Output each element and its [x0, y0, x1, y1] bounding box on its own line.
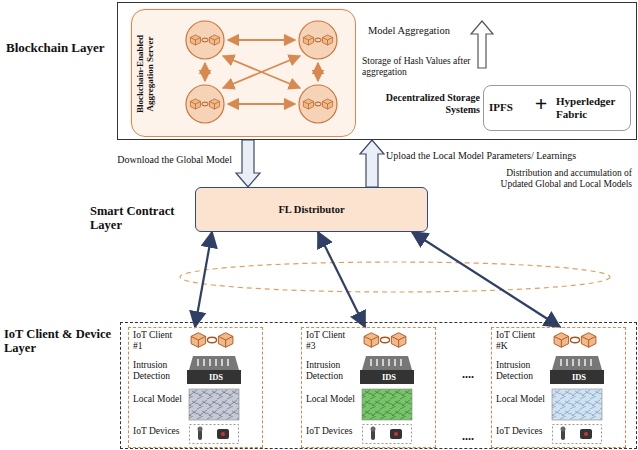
row-label: IoT Devices	[306, 426, 358, 437]
hash-storage-arrow	[471, 21, 493, 68]
blockchain-node-icons	[299, 21, 337, 59]
box-title: FL Distributor	[196, 204, 427, 216]
blockchain-node-icons	[190, 35, 219, 45]
client-box: IoT Client #K Intrusion DetectionIDS Local…	[491, 327, 626, 448]
blockchain-node-icons	[190, 99, 219, 109]
row-label: Intrusion Detection	[306, 360, 362, 382]
double-arrow	[412, 232, 560, 327]
box-title: Blockchain-Enabled Aggregation Server	[135, 15, 156, 133]
row-label: IoT Devices	[496, 426, 548, 437]
row-label: Local Model	[496, 394, 548, 405]
layer-title: IoT Client & Device Layer	[4, 327, 114, 356]
ellipsis: ....	[450, 368, 486, 382]
blockchain-node-icons	[299, 85, 337, 123]
aggregation-server-fill	[130, 8, 355, 136]
client-box: IoT Client #3 Intrusion DetectionIDS Local…	[301, 327, 436, 448]
double-arrow	[318, 232, 365, 327]
plus-sign: +	[530, 91, 552, 116]
client-icons	[191, 333, 233, 348]
peer-arrows	[223, 56, 300, 88]
client-icons	[363, 425, 412, 444]
icon-label: IDS	[362, 373, 416, 383]
edge-label: Upload the Local Model Parameters/ Learn…	[386, 150, 626, 162]
peer-arrows	[317, 63, 319, 81]
icon-label: IDS	[189, 373, 243, 383]
box-heading: Decentralized Storage Systems	[384, 92, 480, 115]
client-icons	[364, 333, 406, 348]
blockchain-node-icons	[186, 21, 224, 59]
layer-title: Blockchain Layer	[6, 41, 106, 56]
peer-arrows	[228, 39, 295, 41]
peer-arrows	[204, 63, 206, 81]
client-title: IoT Client #1	[133, 330, 183, 352]
annotation: Model Aggregation	[368, 25, 468, 37]
ellipsis: ....	[450, 430, 486, 444]
row-label: IoT Devices	[133, 426, 185, 437]
blockchain-node-icons	[303, 99, 332, 109]
block-arrow	[360, 140, 384, 187]
client-icons	[553, 425, 602, 444]
client-title: IoT Client #K	[496, 330, 546, 352]
blockchain-node-icons	[186, 21, 337, 123]
storage-name: IPFS	[489, 101, 523, 114]
storage-name: Hyperledger Fabric	[556, 95, 626, 120]
row-label: Local Model	[306, 394, 358, 405]
block-arrow	[236, 140, 260, 187]
client-icons	[360, 333, 414, 444]
layer-panel: IoT Client & Device LayerIoT Client #1In…	[120, 322, 637, 449]
client-icons	[550, 333, 604, 444]
client-icons	[362, 389, 412, 420]
peer-arrows	[228, 103, 295, 105]
row-label: Intrusion Detection	[496, 360, 552, 382]
process-box: FL Distributor	[195, 187, 428, 232]
client-icons	[187, 333, 241, 444]
distribution-ellipse	[180, 262, 610, 292]
peer-arrows	[223, 56, 300, 88]
aggregation-server-fill	[130, 8, 355, 136]
server-box: Blockchain-Enabled Aggregation Server	[131, 9, 356, 137]
peer-arrows	[205, 40, 318, 104]
row-label: Local Model	[133, 394, 185, 405]
layer-title: Smart Contract Layer	[90, 204, 190, 233]
client-box: IoT Client #1 Intrusion DetectionIDS Local…	[128, 327, 263, 448]
client-icons	[190, 425, 239, 444]
icon-label: IDS	[552, 373, 606, 383]
edge-label: Download the Global Model	[96, 154, 232, 166]
annotation: Storage of Hash Values after aggregation	[362, 56, 474, 78]
client-icons	[552, 389, 602, 420]
client-icons	[554, 333, 596, 348]
double-arrow	[195, 232, 212, 327]
blockchain-node-icons	[303, 35, 332, 45]
row-label: Intrusion Detection	[133, 360, 189, 382]
blockchain-node-icons	[186, 85, 224, 123]
storage-box: Decentralized Storage SystemsIPFS+Hyperl…	[483, 85, 631, 131]
annotation: Distribution and accumulation of Updated…	[476, 168, 632, 190]
distribution-ellipse	[180, 262, 610, 292]
hash-storage-arrow	[471, 21, 493, 68]
client-title: IoT Client #3	[306, 330, 356, 352]
client-icons	[189, 389, 239, 420]
